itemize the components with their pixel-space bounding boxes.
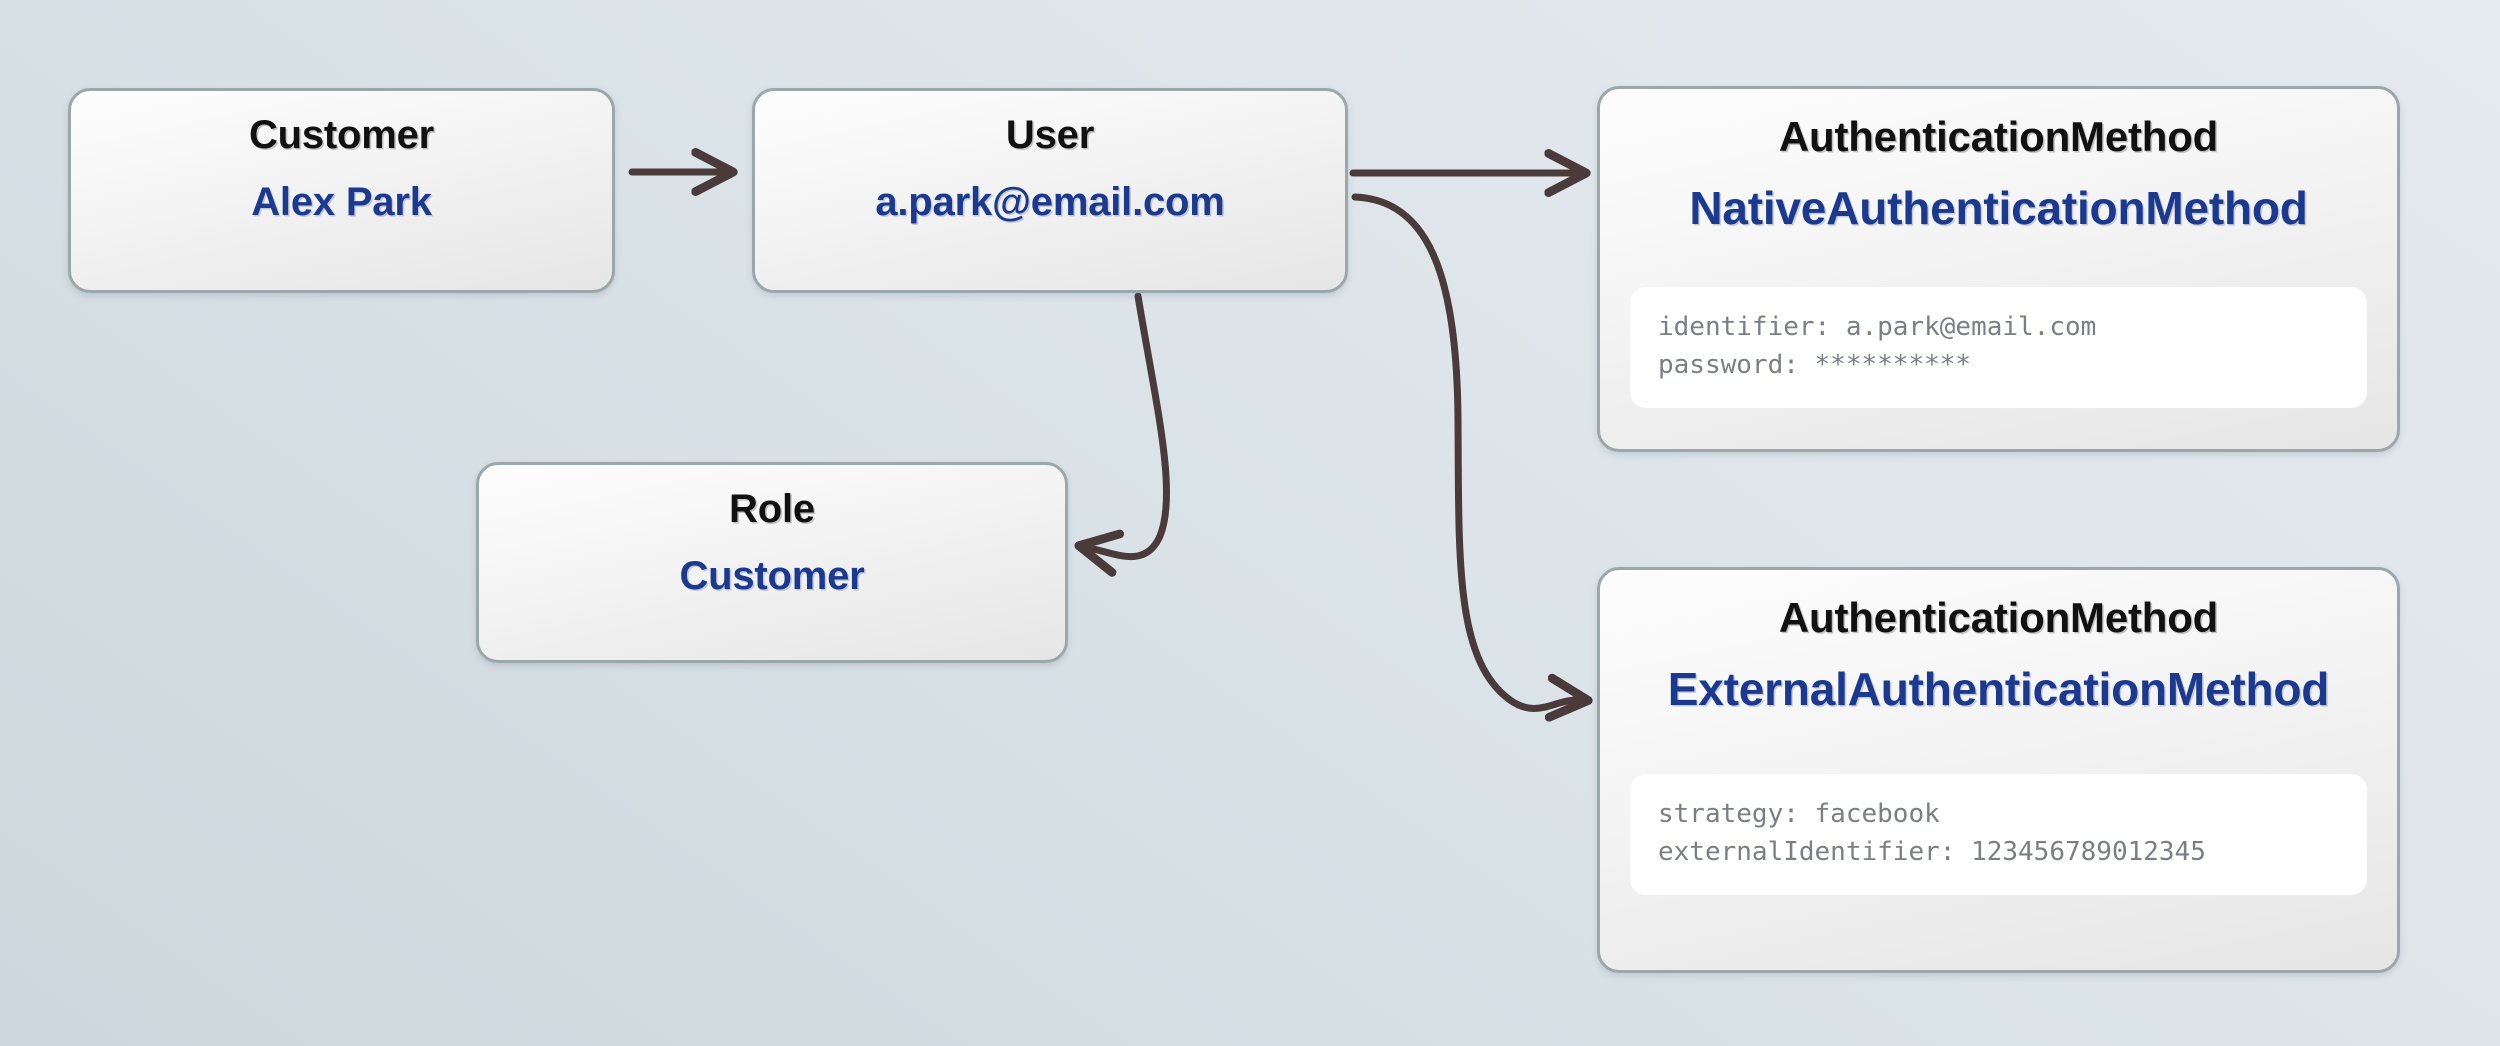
node-user-value: a.park@email.com	[875, 180, 1225, 224]
node-native-auth-method[interactable]: AuthenticationMethod NativeAuthenticatio…	[1597, 86, 2400, 452]
node-customer[interactable]: Customer Alex Park	[68, 88, 615, 293]
node-user[interactable]: User a.park@email.com	[752, 88, 1348, 293]
node-customer-type: Customer	[248, 113, 435, 157]
node-native-auth-type: AuthenticationMethod	[1778, 113, 2219, 160]
node-native-auth-value: NativeAuthenticationMethod	[1689, 182, 2308, 234]
node-role-value: Customer	[679, 554, 865, 598]
node-external-auth-attributes: strategy: facebook externalIdentifier: 1…	[1630, 774, 2367, 896]
node-external-auth-method[interactable]: AuthenticationMethod ExternalAuthenticat…	[1597, 567, 2400, 973]
node-native-auth-attributes: identifier: a.park@email.com password: *…	[1630, 287, 2367, 409]
node-external-auth-type: AuthenticationMethod	[1778, 594, 2219, 641]
node-customer-value: Alex Park	[251, 180, 432, 224]
node-role[interactable]: Role Customer	[476, 462, 1068, 663]
attribute-row: externalIdentifier: 123456789012345	[1658, 836, 2206, 867]
attribute-row: identifier: a.park@email.com	[1658, 312, 2097, 342]
node-user-type: User	[1005, 113, 1095, 157]
attribute-row: password: **********	[1658, 349, 1972, 380]
edge-user-to-external-auth	[1351, 193, 1582, 708]
attribute-row: strategy: facebook	[1658, 799, 1940, 829]
node-role-type: Role	[729, 487, 815, 531]
edge-user-to-role	[1085, 292, 1171, 557]
node-external-auth-value: ExternalAuthenticationMethod	[1667, 663, 2330, 715]
